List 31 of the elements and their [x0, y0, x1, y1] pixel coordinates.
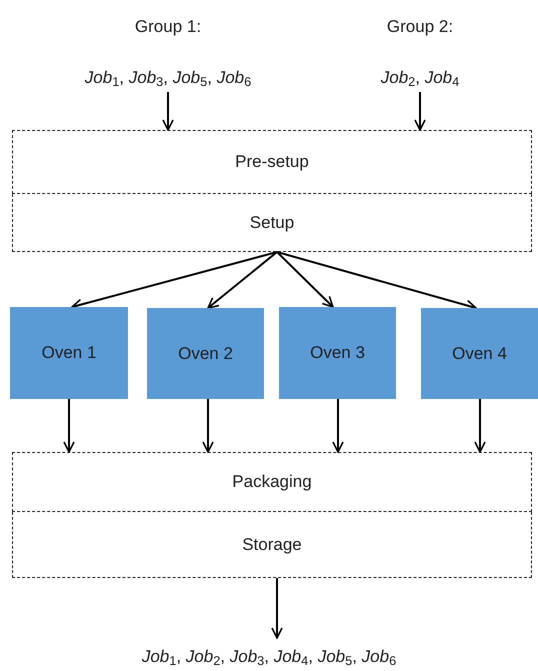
- arrow: [414, 92, 426, 131]
- arrow: [162, 92, 174, 131]
- box-label: Packaging: [232, 471, 312, 493]
- box-label: Storage: [242, 534, 302, 556]
- job-list: Job$_{2}$, Job$_{4}$: [380, 66, 460, 88]
- oven-box: [421, 308, 538, 399]
- arrow: [474, 399, 486, 453]
- box-label: Setup: [250, 212, 294, 234]
- box-label: Oven 2: [178, 342, 233, 364]
- arrow: [276, 251, 334, 308]
- box-label: Oven 1: [42, 342, 96, 364]
- stage-box: [12, 194, 532, 252]
- oven-box: [10, 307, 128, 399]
- arrow: [63, 399, 75, 453]
- arrow: [207, 251, 278, 309]
- stage-box: [12, 130, 532, 194]
- job-list: Job$_{1}$, Job$_{3}$, Job$_{5}$, Job$_{6}$: [84, 66, 252, 88]
- box-label: Oven 3: [310, 342, 365, 364]
- arrow: [271, 578, 283, 639]
- job-list: Job$_{1}$, Job$_{2}$, Job$_{3}$, Job$_{4}$, Job$_{5}$, Job$_{6}$: [142, 646, 396, 668]
- stage-box: [12, 452, 532, 512]
- arrow: [202, 399, 214, 453]
- group-label: Group 2:: [386, 16, 454, 38]
- arrow: [332, 399, 344, 453]
- stage-box: [12, 512, 532, 578]
- oven-box: [279, 307, 396, 399]
- box-label: Pre-setup: [235, 151, 309, 173]
- arrow: [276, 251, 477, 311]
- oven-box: [147, 308, 264, 399]
- box-label: Oven 4: [452, 342, 507, 364]
- group-label: Group 1:: [134, 16, 202, 38]
